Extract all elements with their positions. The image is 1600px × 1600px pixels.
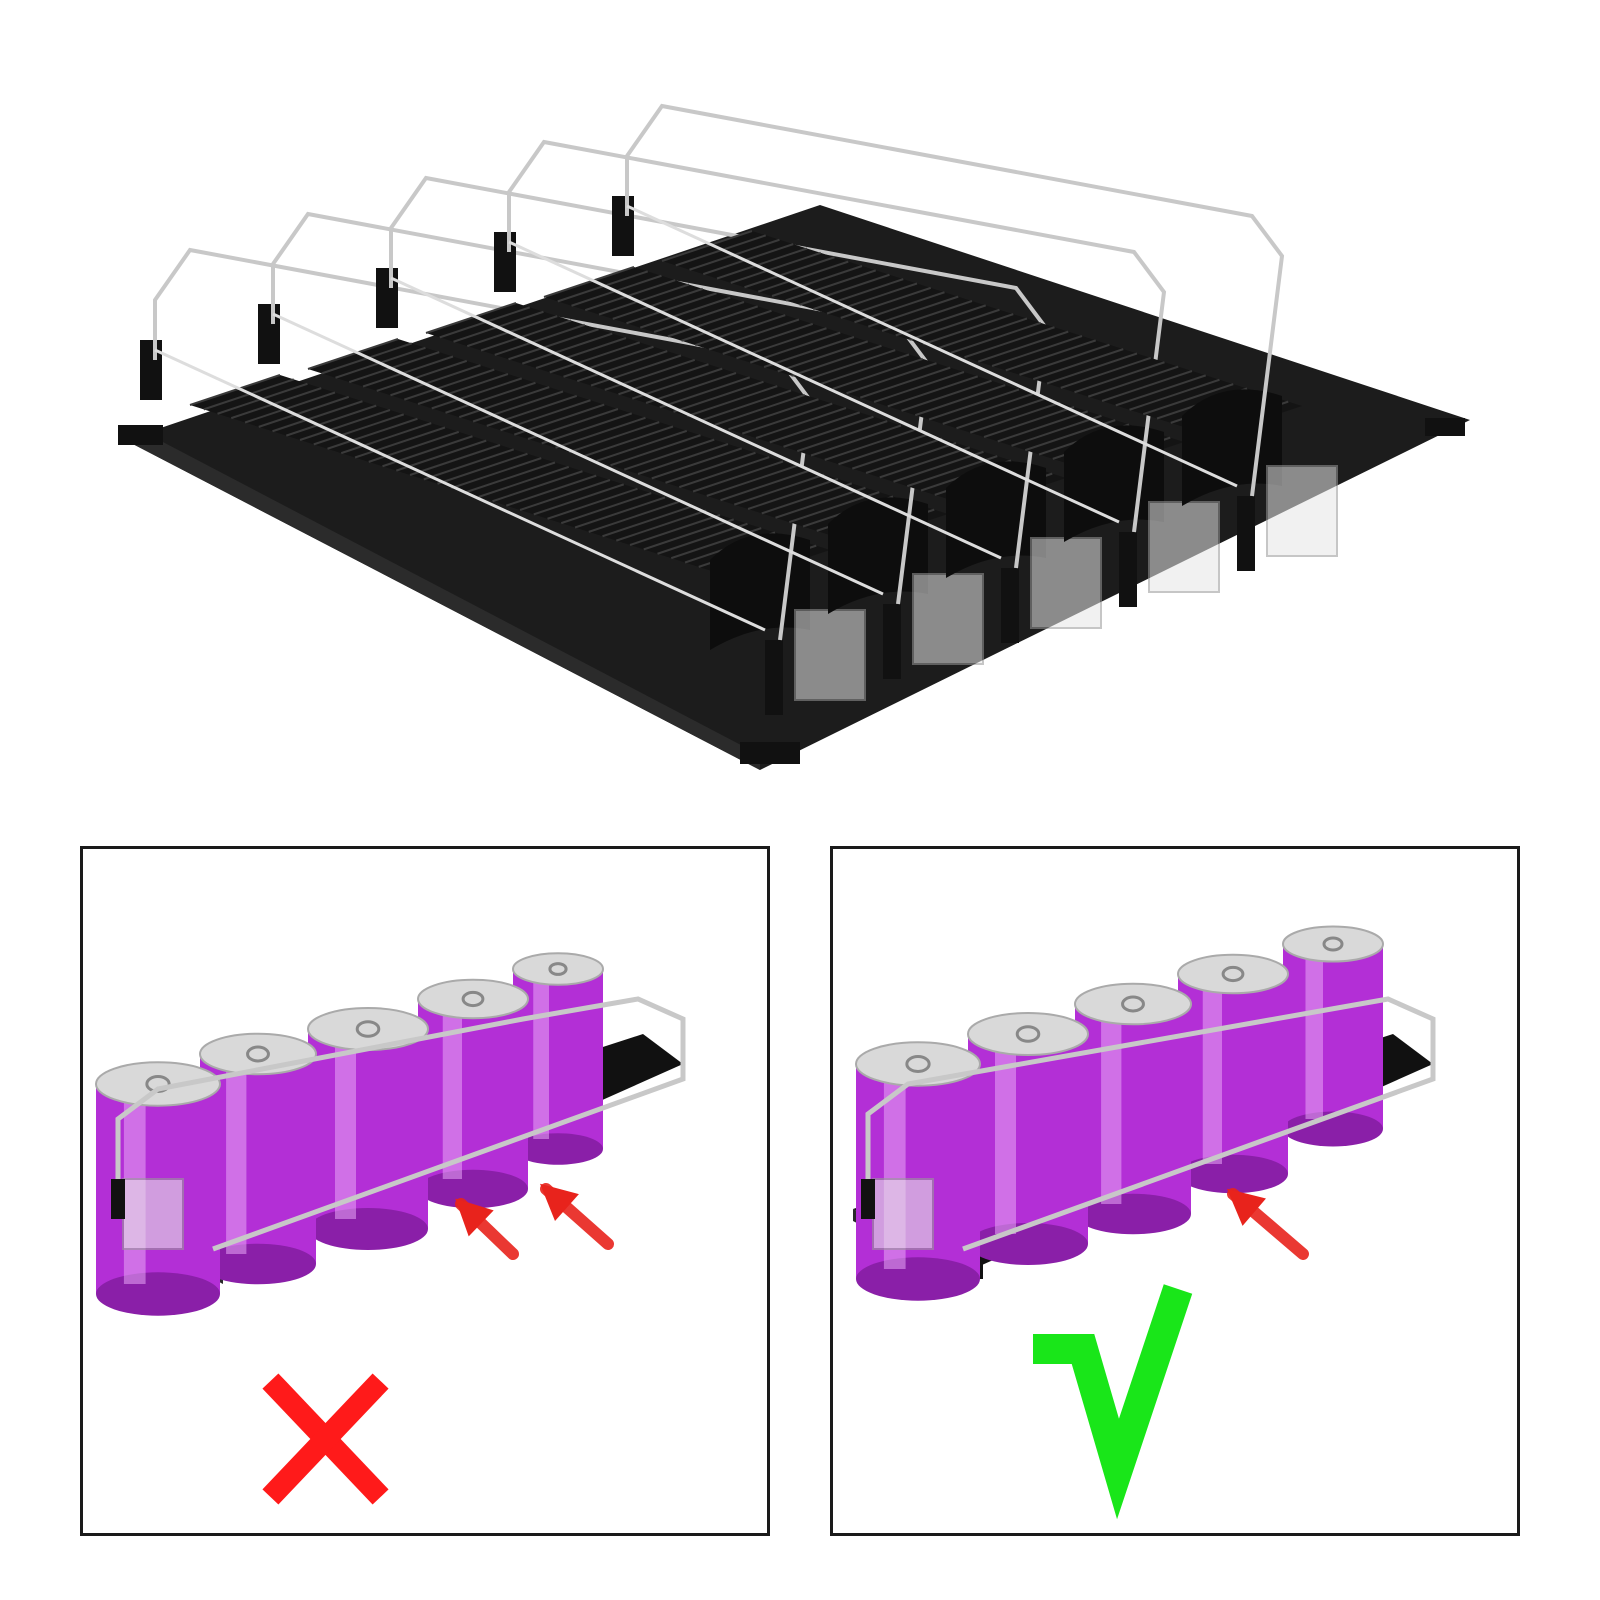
red-arrow bbox=[1226, 1188, 1309, 1260]
wrong-usage-illustration bbox=[95, 952, 686, 1505]
pusher-plate bbox=[1064, 425, 1164, 542]
can bbox=[1177, 953, 1289, 1194]
cross-icon bbox=[262, 1373, 389, 1505]
divider-post bbox=[140, 340, 162, 400]
rail-post bbox=[111, 1179, 125, 1219]
divider-post bbox=[494, 232, 516, 292]
tray-lane bbox=[494, 139, 1220, 607]
front-stop bbox=[1030, 537, 1102, 629]
can bbox=[1074, 982, 1192, 1235]
wire-guard bbox=[865, 996, 1436, 1252]
tray-foot bbox=[740, 742, 800, 764]
front-stop bbox=[122, 1178, 184, 1250]
divider-post bbox=[376, 268, 398, 328]
wire-guard bbox=[115, 996, 686, 1252]
tray-foot bbox=[118, 425, 163, 445]
red-arrow bbox=[455, 1198, 519, 1260]
red-arrow bbox=[540, 1183, 614, 1250]
divider-post bbox=[765, 640, 783, 715]
pusher-tray-illustration bbox=[118, 103, 1470, 770]
divider-post bbox=[258, 304, 280, 364]
tray-lane bbox=[612, 103, 1338, 571]
check-icon bbox=[1033, 1284, 1193, 1520]
pusher-plate bbox=[710, 533, 810, 650]
wire-divider bbox=[507, 139, 1167, 533]
tray-foot bbox=[1425, 418, 1465, 436]
divider-post bbox=[1001, 568, 1019, 643]
wire-divider bbox=[625, 103, 1285, 497]
divider-post bbox=[1119, 532, 1137, 607]
tray-lane bbox=[376, 175, 1102, 643]
tray-lane bbox=[140, 247, 866, 715]
divider-post bbox=[612, 196, 634, 256]
front-stop bbox=[872, 1178, 934, 1250]
wrong-usage-panel bbox=[80, 846, 770, 1536]
front-stop bbox=[1266, 465, 1338, 557]
pusher-plate bbox=[946, 461, 1046, 578]
divider-post bbox=[1237, 496, 1255, 571]
divider-post bbox=[883, 604, 901, 679]
can bbox=[1282, 925, 1384, 1147]
pusher-plate bbox=[1182, 389, 1282, 506]
front-stop bbox=[794, 609, 866, 701]
correct-usage-illustration bbox=[853, 925, 1436, 1520]
correct-usage-panel bbox=[830, 846, 1520, 1536]
pusher-plate bbox=[828, 497, 928, 614]
rail-post bbox=[861, 1179, 875, 1219]
front-stop bbox=[1148, 501, 1220, 593]
front-stop bbox=[912, 573, 984, 665]
tray-lane bbox=[258, 211, 984, 679]
can bbox=[417, 978, 529, 1209]
can bbox=[307, 1007, 429, 1250]
pusher-tray-image bbox=[118, 103, 1470, 770]
